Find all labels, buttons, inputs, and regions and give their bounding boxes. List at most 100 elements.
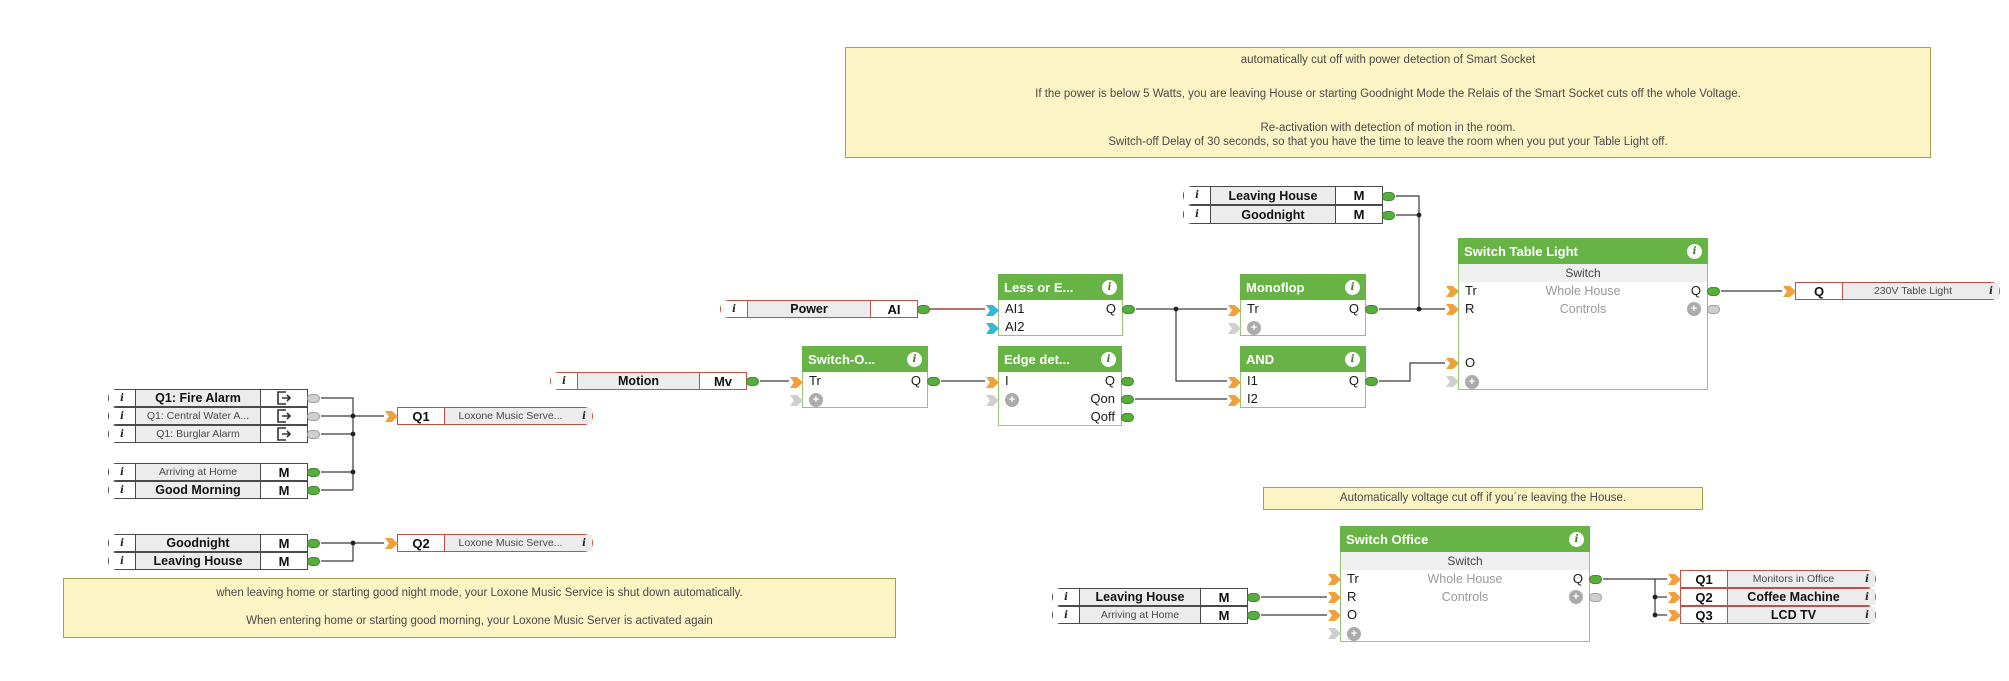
input-connector-ai1[interactable] — [986, 305, 999, 316]
output-connector-q[interactable] — [1589, 575, 1602, 584]
expand-plus-icon[interactable]: + — [1347, 627, 1361, 641]
ref-q1-fire-alarm[interactable]: i Q1: Fire Alarm — [108, 389, 320, 407]
input-connector-o[interactable] — [1328, 610, 1341, 621]
info-icon[interactable]: i — [576, 535, 592, 551]
input-connector[interactable] — [1668, 574, 1681, 585]
output-q1-monitors[interactable]: Q1 Monitors in Office i — [1668, 570, 1876, 588]
flag-leaving-house-top[interactable]: i Leaving House M — [1183, 186, 1395, 205]
input-motion[interactable]: i Motion Mv — [550, 372, 759, 390]
expand-plus-icon[interactable]: + — [1247, 321, 1261, 335]
info-icon[interactable]: i — [109, 553, 136, 569]
input-connector-more[interactable] — [1228, 323, 1241, 334]
output-connector-more[interactable] — [1589, 593, 1602, 602]
ref-q1-central-water[interactable]: i Q1: Central Water A... — [108, 407, 320, 425]
info-icon[interactable]: i — [1687, 243, 1702, 259]
flag-leaving-house-office[interactable]: i Leaving House M — [1052, 588, 1260, 606]
output-connector[interactable] — [1382, 192, 1395, 201]
info-icon[interactable]: i — [576, 408, 592, 424]
info-icon[interactable]: i — [721, 301, 748, 317]
flag-arriving-at-home[interactable]: i Arriving at Home M — [108, 463, 320, 481]
output-connector[interactable] — [307, 394, 320, 403]
info-icon[interactable]: i — [1053, 607, 1080, 623]
expand-plus-icon[interactable]: + — [1465, 375, 1479, 389]
input-connector[interactable] — [385, 411, 398, 422]
input-connector-tr[interactable] — [1446, 286, 1459, 297]
input-connector-i2[interactable] — [1228, 395, 1241, 406]
input-power[interactable]: i Power AI — [720, 300, 930, 318]
output-connector-q[interactable] — [1122, 305, 1135, 314]
input-connector-more[interactable] — [1328, 628, 1341, 639]
output-230v-table-light[interactable]: Q 230V Table Light i — [1783, 282, 2000, 300]
info-icon[interactable]: i — [551, 373, 578, 389]
info-icon[interactable]: i — [1859, 607, 1875, 623]
info-icon[interactable]: i — [109, 464, 136, 480]
output-connector[interactable] — [307, 486, 320, 495]
output-connector[interactable] — [307, 430, 320, 439]
input-connector-r[interactable] — [1328, 592, 1341, 603]
output-connector[interactable] — [1382, 211, 1395, 220]
info-icon[interactable]: i — [1102, 279, 1117, 295]
input-connector-more[interactable] — [1446, 376, 1459, 387]
output-connector-qoff[interactable] — [1121, 413, 1134, 422]
note-smart-socket[interactable]: automatically cut off with power detecti… — [845, 47, 1931, 158]
info-icon[interactable]: i — [1859, 589, 1875, 605]
info-icon[interactable]: i — [1859, 571, 1875, 587]
info-icon[interactable]: i — [1184, 206, 1211, 223]
info-icon[interactable]: i — [109, 390, 136, 406]
expand-plus-icon[interactable]: + — [1687, 302, 1701, 316]
info-icon[interactable]: i — [1345, 279, 1360, 295]
info-icon[interactable]: i — [109, 408, 136, 424]
info-icon[interactable]: i — [1345, 351, 1360, 367]
expand-plus-icon[interactable]: + — [1569, 590, 1583, 604]
output-connector-q[interactable] — [1365, 305, 1378, 314]
output-connector-more[interactable] — [1707, 305, 1720, 314]
output-connector[interactable] — [746, 377, 759, 386]
info-icon[interactable]: i — [1053, 589, 1080, 605]
info-icon[interactable]: i — [1983, 283, 1999, 299]
flag-arriving-home-office[interactable]: i Arriving at Home M — [1052, 606, 1260, 624]
info-icon[interactable]: i — [907, 351, 922, 367]
input-connector-more[interactable] — [986, 395, 999, 406]
info-icon[interactable]: i — [109, 535, 136, 551]
info-icon[interactable]: i — [1569, 531, 1584, 547]
output-q1-music-server[interactable]: Q1 Loxone Music Serve... i — [385, 407, 593, 425]
output-connector-q[interactable] — [927, 377, 940, 386]
input-connector[interactable] — [1668, 592, 1681, 603]
output-connector-qon[interactable] — [1121, 395, 1134, 404]
input-connector-i1[interactable] — [1228, 377, 1241, 388]
expand-plus-icon[interactable]: + — [1005, 393, 1019, 407]
input-connector-r[interactable] — [1446, 304, 1459, 315]
input-connector[interactable] — [385, 538, 398, 549]
input-connector-tr[interactable] — [790, 377, 803, 388]
flag-goodnight-top[interactable]: i Goodnight M — [1183, 205, 1395, 224]
output-q2-coffee-machine[interactable]: Q2 Coffee Machine i — [1668, 588, 1876, 606]
info-icon[interactable]: i — [1101, 351, 1116, 367]
expand-plus-icon[interactable]: + — [809, 393, 823, 407]
input-connector-tr[interactable] — [1328, 574, 1341, 585]
output-connector-q[interactable] — [1707, 287, 1720, 296]
ref-q1-burglar-alarm[interactable]: i Q1: Burglar Alarm — [108, 425, 320, 443]
info-icon[interactable]: i — [1184, 187, 1211, 204]
input-connector-more[interactable] — [790, 395, 803, 406]
input-connector[interactable] — [1668, 610, 1681, 621]
flag-goodnight-bottom[interactable]: i Goodnight M — [108, 534, 320, 552]
output-connector-q[interactable] — [1365, 377, 1378, 386]
info-icon[interactable]: i — [109, 426, 136, 442]
output-connector[interactable] — [917, 305, 930, 314]
note-music-server[interactable]: when leaving home or starting good night… — [63, 578, 896, 638]
output-q3-lcd-tv[interactable]: Q3 LCD TV i — [1668, 606, 1876, 624]
input-connector[interactable] — [1783, 286, 1796, 297]
output-connector[interactable] — [307, 468, 320, 477]
output-q2-music-server[interactable]: Q2 Loxone Music Serve... i — [385, 534, 593, 552]
output-connector[interactable] — [307, 539, 320, 548]
output-connector[interactable] — [307, 557, 320, 566]
input-connector-ai2[interactable] — [986, 323, 999, 334]
note-office-cutoff[interactable]: Automatically voltage cut off if you´re … — [1263, 487, 1703, 510]
